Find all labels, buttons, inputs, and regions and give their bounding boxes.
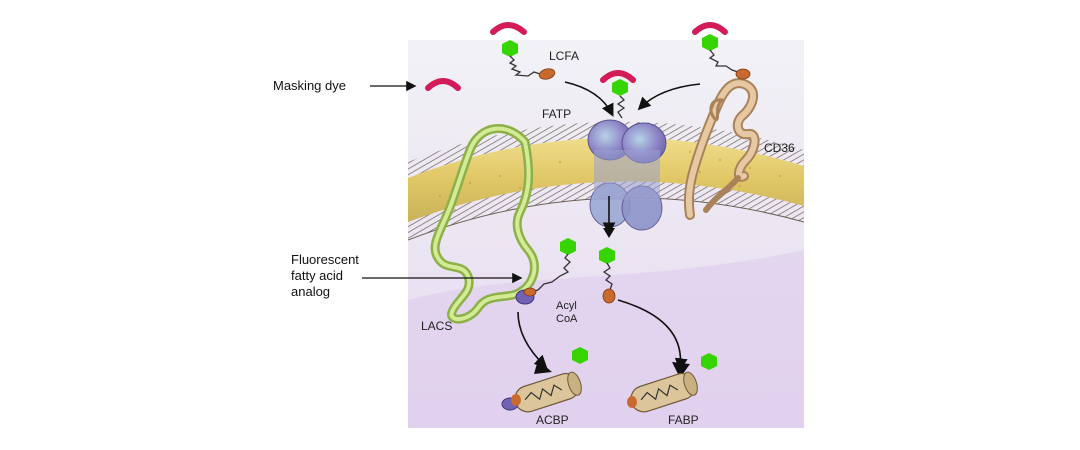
- fluorescent-line-1: Fluorescent: [291, 252, 359, 267]
- dye-cap: [600, 70, 636, 83]
- arrow-lcfa-to-fatp: [564, 81, 614, 117]
- label-coa: CoA: [556, 313, 578, 325]
- fluorescent-line-3: analog: [291, 284, 331, 299]
- label-lacs: LACS: [421, 319, 452, 333]
- fatty-acid-heads: [523, 68, 751, 304]
- fatty-acid-head: [602, 288, 616, 304]
- label-lcfa: LCFA: [549, 49, 579, 63]
- fatty-acid-tails: [508, 49, 739, 293]
- lacs-protein-highlight: [433, 126, 537, 321]
- cd36-loop: [709, 98, 726, 122]
- fluorophore-hexagon: [599, 247, 615, 264]
- fluorophore-hexagon: [502, 40, 518, 57]
- dye-cap: [692, 22, 728, 35]
- dye-cap: [490, 22, 527, 35]
- cd36-lower-strand: [703, 175, 741, 213]
- fluorophores: [502, 34, 718, 370]
- label-cd36: CD36: [764, 141, 795, 155]
- fluorophore-hexagon: [560, 238, 576, 255]
- membrane-inner-leaflet: [408, 181, 804, 240]
- fatty-acid-head: [538, 68, 556, 80]
- pathway-arrows: [362, 80, 701, 372]
- fluorophore-hexagon: [701, 353, 717, 370]
- fatp-protein: [587, 119, 667, 231]
- masking-dye-caps: [425, 22, 728, 91]
- label-fatp: FATP: [542, 107, 571, 121]
- label-fluorescent-fatty-acid-analog: Fluorescent fatty acid analog: [291, 252, 359, 300]
- acbp-orange-head: [511, 394, 521, 406]
- fluorophore-hexagon: [572, 347, 588, 364]
- arrow-acyl-to-fabp: [617, 299, 688, 372]
- label-acbp: ACBP: [536, 413, 569, 427]
- cd36-protein-fill: [685, 80, 758, 218]
- arrow-lacs-to-acbp: [517, 311, 548, 369]
- dye-cap: [425, 78, 461, 91]
- label-fabp: FABP: [668, 413, 699, 427]
- fatty-acid-head: [523, 287, 537, 297]
- fluorescent-line-2: fatty acid: [291, 268, 344, 283]
- fabp-carrier: [630, 371, 698, 413]
- fatty-acid-head: [735, 68, 751, 80]
- label-acyl: Acyl: [556, 300, 577, 312]
- arrow-cd36-to-fatp: [637, 83, 701, 111]
- pathway-arrow-heads: [534, 228, 690, 378]
- fluorophore-hexagon: [702, 34, 718, 51]
- fluorophore-hexagon: [612, 79, 628, 96]
- masking-dye-text: Masking dye: [273, 78, 346, 93]
- label-masking-dye: Masking dye: [273, 78, 346, 94]
- fabp-orange-head: [627, 396, 637, 408]
- acbp-carrier: [514, 371, 582, 413]
